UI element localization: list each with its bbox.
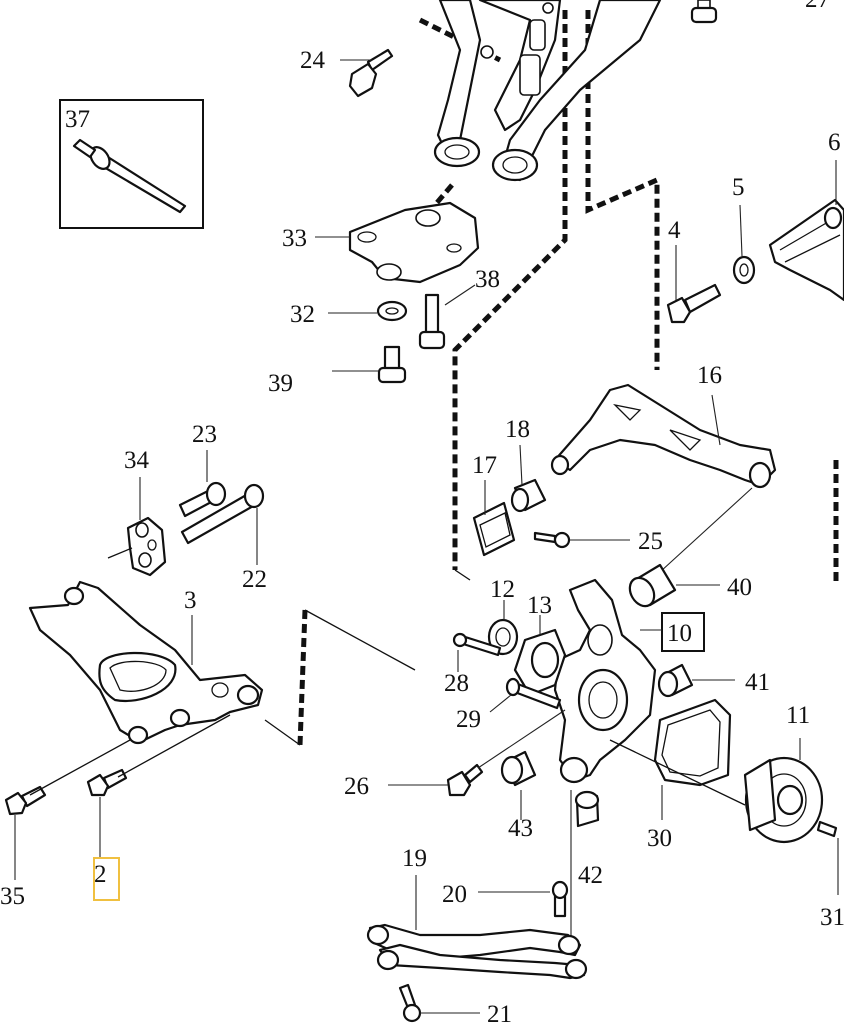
label-42: 42 [578, 862, 603, 889]
label-28: 28 [444, 670, 469, 697]
bushing-42 [570, 790, 600, 940]
bolt-4 [666, 245, 722, 324]
frame-bracket-6 [768, 160, 844, 302]
inset-box-37 [59, 99, 204, 229]
label-25: 25 [638, 528, 663, 555]
bolt-27 [690, 0, 718, 24]
label-5: 5 [732, 174, 745, 201]
lower-arm-19 [366, 875, 588, 980]
subframe-3 [28, 580, 264, 745]
label-40: 40 [727, 574, 752, 601]
label-17: 17 [472, 452, 497, 479]
gasket-30 [653, 698, 732, 820]
label-11: 11 [786, 702, 810, 729]
control-arm-16 [550, 383, 777, 573]
label-38: 38 [475, 266, 500, 293]
label-37: 37 [65, 106, 90, 133]
bushing-18 [510, 444, 547, 513]
label-24: 24 [300, 47, 326, 74]
bolt-29 [489, 677, 562, 713]
bolt-24 [340, 48, 394, 98]
label-22: 22 [242, 566, 267, 593]
bolt-35 [4, 739, 131, 880]
label-12: 12 [490, 576, 515, 603]
label-26: 26 [344, 773, 369, 800]
label-29: 29 [456, 706, 481, 733]
label-33: 33 [282, 225, 307, 252]
label-34: 34 [124, 447, 150, 474]
bolt-25 [533, 531, 630, 549]
bracket-34 [107, 477, 167, 577]
bolt-39 [332, 345, 407, 384]
bearing-13 [513, 615, 567, 697]
label-6: 6 [828, 129, 841, 156]
washer-5 [732, 204, 756, 285]
label-18: 18 [505, 416, 530, 443]
bolt-38 [418, 284, 476, 350]
bracket-33 [315, 201, 480, 284]
bushing-40 [628, 563, 720, 608]
bolt-12 [487, 600, 519, 656]
label-16: 16 [697, 362, 722, 389]
highlight-box-2 [93, 857, 120, 901]
bolt-2 [86, 714, 231, 858]
dashed-guide-lines [264, 10, 839, 746]
label-30: 30 [647, 825, 672, 852]
rivet-icon [72, 138, 187, 214]
label-13: 13 [527, 592, 552, 619]
bolt-22 [180, 483, 265, 565]
label-10: 10 [667, 620, 692, 647]
label-31: 31 [820, 904, 844, 931]
label-20: 20 [442, 881, 467, 908]
bolt-28 [452, 632, 502, 672]
bolt-31 [816, 820, 839, 895]
bolt-23 [178, 450, 227, 518]
bolt-26 [388, 709, 566, 797]
bolt-20 [478, 880, 569, 918]
label-19: 19 [402, 845, 427, 872]
label-32: 32 [290, 301, 315, 328]
label-27: 27 [805, 0, 830, 13]
bushing-43 [500, 750, 537, 820]
label-41: 41 [745, 669, 770, 696]
wheel-hub-11 [609, 738, 824, 844]
upper-trailing-arm [433, 0, 662, 182]
label-2: 2 [94, 861, 107, 888]
label-4: 4 [668, 217, 681, 244]
label-21: 21 [487, 1001, 512, 1024]
boxed-label-10 [640, 612, 705, 652]
knuckle-10 [553, 578, 657, 784]
washer-32 [328, 300, 408, 322]
bushing-41 [657, 663, 735, 698]
label-43: 43 [508, 815, 533, 842]
label-39: 39 [268, 370, 293, 397]
label-3: 3 [184, 587, 197, 614]
bolt-21 [398, 983, 480, 1023]
label-23: 23 [192, 421, 217, 448]
label-35: 35 [0, 883, 25, 910]
plate-17 [472, 480, 516, 557]
